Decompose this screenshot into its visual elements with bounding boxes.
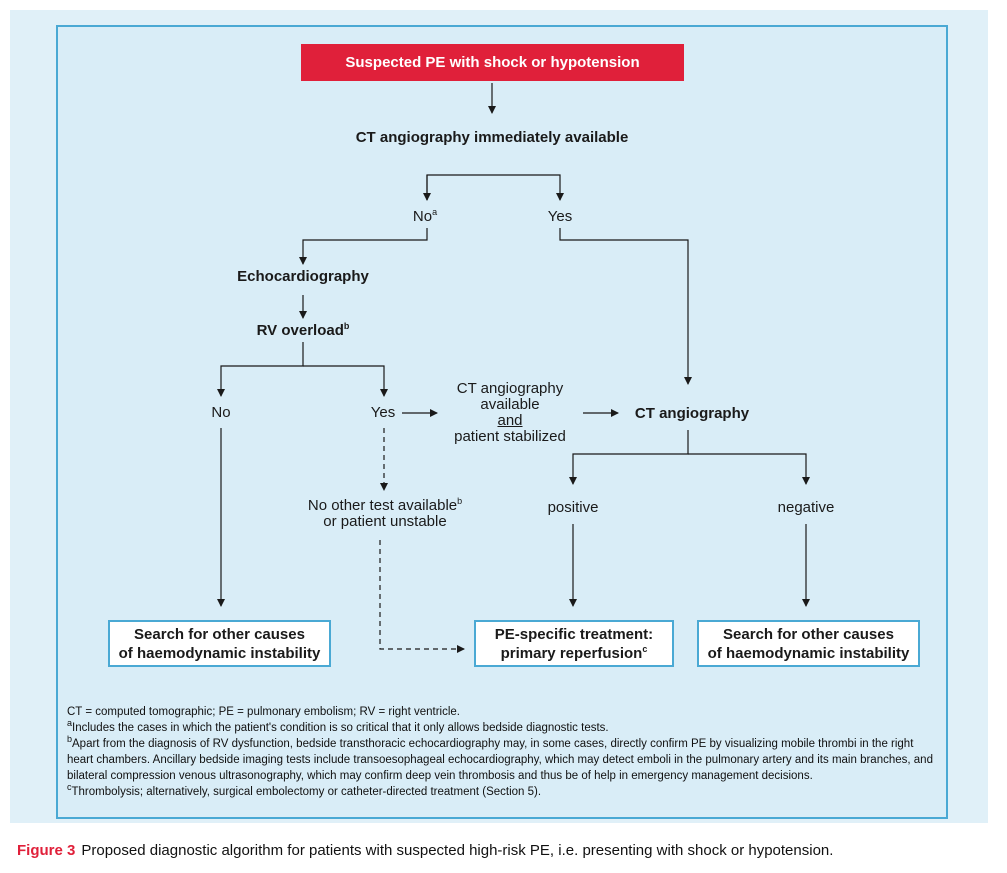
yes-label: Yes xyxy=(547,208,573,225)
no-other-footnote-mark: b xyxy=(457,496,463,506)
ct-stabilized-line4: patient stabilized xyxy=(454,428,566,445)
split-rv xyxy=(217,342,304,397)
footnote-abbreviations: CT = computed tomographic; PE = pulmonar… xyxy=(67,706,460,718)
suspected-pe-label: Suspected PE with shock or hypotension xyxy=(345,54,640,71)
footnotes: CT = computed tomographic; PE = pulmonar… xyxy=(67,704,937,800)
footnote-c-mark: c xyxy=(67,782,72,793)
search-right-line2: of haemodynamic instability xyxy=(707,644,910,662)
no-other-line2: or patient unstable xyxy=(323,513,447,530)
footnote-a: aIncludes the cases in which the patient… xyxy=(67,718,937,736)
rv-overload-node: RV overloadb xyxy=(253,322,353,340)
no-label: No xyxy=(412,208,433,225)
ct-available-node: CT angiography immediately available xyxy=(342,129,642,147)
ct-stabilized-node: CT angiography available and patient sta… xyxy=(440,381,580,445)
negative-node: negative xyxy=(766,499,846,517)
ct-available-label: CT angiography immediately available xyxy=(355,129,629,146)
search-left-line1: Search for other causes xyxy=(134,625,305,643)
dashed-noother-to-treatment xyxy=(379,540,465,653)
rv-no-node: No xyxy=(196,404,246,422)
positive-node: positive xyxy=(533,499,613,517)
negative-label: negative xyxy=(777,499,835,516)
footnote-b-mark: b xyxy=(67,734,73,745)
treatment-line2: primary reperfusion xyxy=(500,644,643,662)
echocardiography-label: Echocardiography xyxy=(237,268,369,285)
search-right-line1: Search for other causes xyxy=(723,625,894,643)
ct-angiography-label: CT angiography xyxy=(634,405,750,422)
figure-caption: Figure 3 Proposed diagnostic algorithm fo… xyxy=(17,842,833,859)
positive-label: positive xyxy=(547,499,599,516)
pe-treatment-box: PE-specific treatment: primary reperfusi… xyxy=(474,620,674,667)
arrow-yes-to-ctangio xyxy=(559,228,692,385)
search-other-causes-box-left: Search for other causes of haemodynamic … xyxy=(108,620,331,667)
figure-label: Figure 3 xyxy=(17,842,76,859)
footnote-c: cThrombolysis; alternatively, surgical e… xyxy=(67,782,937,800)
search-other-causes-box-right: Search for other causes of haemodynamic … xyxy=(697,620,920,667)
echocardiography-node: Echocardiography xyxy=(233,268,373,286)
no-footnote-mark: a xyxy=(432,207,438,217)
rv-no-label: No xyxy=(211,404,231,421)
split-ctangio xyxy=(569,430,689,485)
footnote-a-text: Includes the cases in which the patient'… xyxy=(72,722,609,734)
rv-overload-label: RV overload xyxy=(256,322,344,339)
ct-stabilized-line3: and xyxy=(497,412,523,429)
arrow-no-to-echo xyxy=(299,228,428,265)
treatment-line1: PE-specific treatment: xyxy=(494,625,654,643)
footnote-b: bApart from the diagnosis of RV dysfunct… xyxy=(67,734,937,784)
yes-node: Yes xyxy=(535,208,585,226)
rv-footnote-mark: b xyxy=(343,321,350,331)
no-other-line1: No other test available xyxy=(307,497,458,514)
ct-stabilized-line2: available xyxy=(480,396,540,413)
footnote-c-text: Thrombolysis; alternatively, surgical em… xyxy=(71,786,542,798)
rv-yes-label: Yes xyxy=(370,404,396,421)
suspected-pe-box: Suspected PE with shock or hypotension xyxy=(301,44,684,81)
footnote-a-mark: a xyxy=(67,718,73,729)
ct-stabilized-line1: CT angiography xyxy=(456,380,564,397)
figure-caption-text: Proposed diagnostic algorithm for patien… xyxy=(81,842,834,859)
search-left-line2: of haemodynamic instability xyxy=(118,644,321,662)
rv-yes-node: Yes xyxy=(358,404,408,422)
treatment-footnote-mark: c xyxy=(642,643,648,654)
split-ct-available xyxy=(426,174,564,201)
ct-angiography-node: CT angiography xyxy=(622,405,762,423)
no-other-test-node: No other test availableb or patient unst… xyxy=(290,496,480,530)
flowchart-frame xyxy=(56,25,948,819)
no-node: Noa xyxy=(400,208,450,226)
footnote-b-text: Apart from the diagnosis of RV dysfuncti… xyxy=(67,738,933,782)
